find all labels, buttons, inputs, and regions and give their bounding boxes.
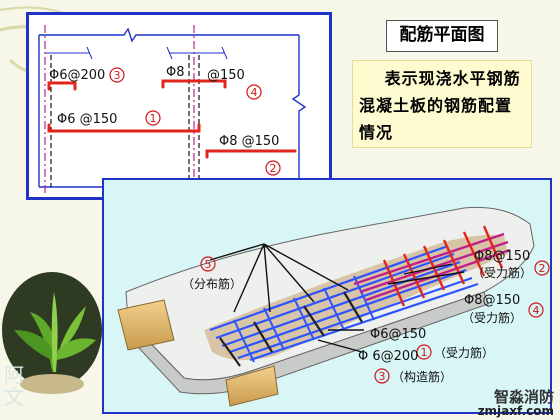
plan-num-3: 3 [114,69,121,82]
plan-num-2: 2 [270,162,277,175]
diagram-title: 配筋平面图 [386,20,498,52]
iso-callout-1-spec: Φ8@150 [474,249,530,264]
plan-label-150: @150 [207,68,245,83]
plant-icon [14,292,96,394]
svg-text:文: 文 [4,385,24,409]
plan-label-8: Φ8 [166,65,185,80]
svg-text:阿: 阿 [4,363,24,387]
iso-callout-2-spec: Φ8@150 [464,293,520,308]
plan-num-1: 1 [150,112,157,125]
iso-callout-1-num: 2 [539,262,546,275]
watermark-cn: 智淼消防 [493,388,554,406]
plan-svg: Φ6@200 3 Φ8 @150 4 Φ6 @150 1 Φ8 @150 2 [38,25,307,195]
iso-callouts: 5 （分布筋） Φ8@150 2 （受力筋） Φ8@150 4 （受力筋） Φ6… [182,249,550,384]
iso-num-5: 5 [205,258,212,271]
rebar-marks [47,79,297,159]
distribution-bars [219,291,363,367]
dimension-lines [45,46,228,60]
rebar-8-150-right [205,149,297,159]
iso-callout-4-spec: Φ 6@200 [358,349,418,364]
rebar-8-150-top [161,79,227,89]
slab-edge [123,291,489,395]
leader-lines [209,243,465,353]
slab-isometric-view: 5 （分布筋） Φ8@150 2 （受力筋） Φ8@150 4 （受力筋） Φ6… [102,178,552,414]
rebar-6-200 [47,81,77,91]
iso-callout-4-num: 3 [379,370,386,383]
iso-callout-3-spec: Φ6@150 [370,327,426,342]
iso-callout-3-num: 1 [421,346,428,359]
axis-lines [44,25,195,193]
plan-label-8-150: Φ8 @150 [219,134,279,149]
plan-num-4: 4 [251,86,258,99]
support-right [225,365,279,407]
slab-outline [38,27,307,195]
iso-callout-1-role: （受力筋） [472,265,532,280]
blue-cross-bars [233,275,375,363]
support-left [117,299,175,351]
plan-labels: Φ6@200 3 Φ8 @150 4 Φ6 @150 1 Φ8 @150 2 [49,65,281,176]
diagram-description: 表示现浇水平钢筋混凝土板的钢筋配置情况 [352,60,532,148]
plan-label-6-200: Φ6@200 [49,68,105,83]
iso-callout-2-num: 4 [533,304,540,317]
support-lines [50,55,200,187]
rebar-6-150 [47,123,201,133]
watermark-en: zmjaxf.com [477,404,554,418]
red-rebar-mesh [382,225,504,307]
plan-label-6-150: Φ6 @150 [57,112,117,127]
watermark: 智淼消防 zmjaxf.com [478,389,554,418]
iso-label-distribution: （分布筋） [182,276,242,291]
rebar-plan-drawing: Φ6@200 3 Φ8 @150 4 Φ6 @150 1 Φ8 @150 2 [26,12,332,200]
iso-svg: 5 （分布筋） Φ8@150 2 （受力筋） Φ8@150 4 （受力筋） Φ6… [117,206,550,407]
iso-callout-3-role: （受力筋） [434,345,494,360]
iso-callout-4-role: （构造筋） [392,369,452,384]
iso-callout-2-role: （受力筋） [462,310,522,325]
